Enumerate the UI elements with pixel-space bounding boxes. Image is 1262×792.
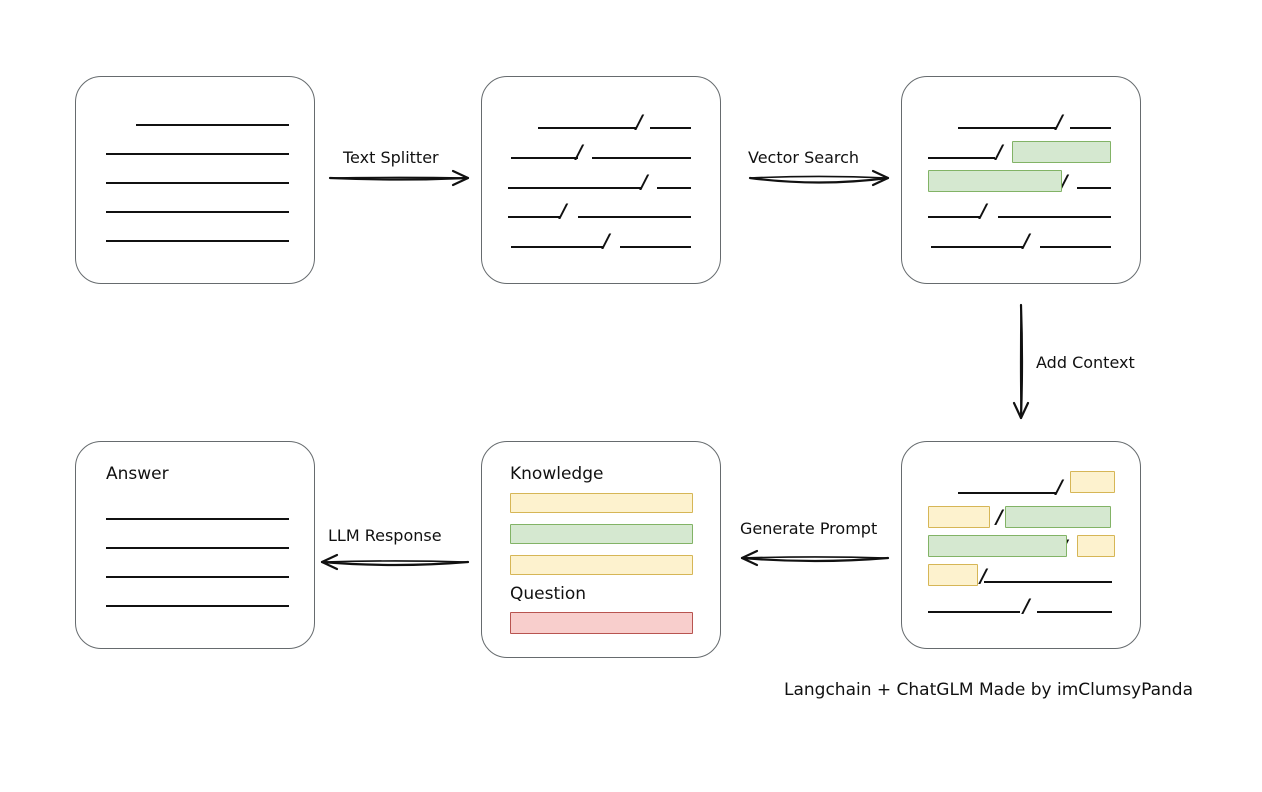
highlight-chip-red[interactable] xyxy=(510,612,693,634)
text-line xyxy=(931,246,1023,248)
edge-label-add-context: Add Context xyxy=(1036,353,1135,372)
connector-add-context xyxy=(1012,303,1030,420)
node-split-chunks[interactable] xyxy=(481,76,721,284)
text-line xyxy=(958,127,1056,129)
text-line xyxy=(1037,611,1112,613)
text-line xyxy=(106,182,289,184)
node-label-question: Question xyxy=(510,584,587,604)
text-line xyxy=(136,124,289,126)
highlight-chip-yellow[interactable] xyxy=(1077,535,1115,557)
text-line xyxy=(592,157,691,159)
edge-label-text-splitter: Text Splitter xyxy=(343,148,439,167)
slash-separator-icon: / xyxy=(1023,595,1030,617)
edge-label-vector-search: Vector Search xyxy=(748,148,860,167)
slash-separator-icon: / xyxy=(576,141,583,163)
text-line xyxy=(984,581,1112,583)
slash-separator-icon: / xyxy=(980,565,987,587)
text-line xyxy=(620,246,691,248)
highlight-chip-green[interactable] xyxy=(928,535,1067,557)
text-line xyxy=(508,187,642,189)
slash-separator-icon: / xyxy=(603,230,610,252)
text-line xyxy=(106,518,289,520)
text-line xyxy=(928,157,995,159)
edge-label-llm-response: LLM Response xyxy=(328,526,442,545)
highlight-chip-yellow[interactable] xyxy=(928,506,990,528)
footer-caption: Langchain + ChatGLM Made by imClumsyPand… xyxy=(784,680,1193,700)
text-line xyxy=(928,611,1020,613)
highlight-chip-yellow[interactable] xyxy=(510,555,693,575)
connector-vector-search xyxy=(748,169,890,187)
highlight-chip-green[interactable] xyxy=(510,524,693,544)
text-line xyxy=(998,216,1111,218)
node-label-knowledge: Knowledge xyxy=(510,464,604,484)
slash-separator-icon: / xyxy=(1061,171,1068,193)
slash-separator-icon: / xyxy=(641,171,648,193)
text-line xyxy=(650,127,691,129)
node-answer[interactable] xyxy=(75,441,315,649)
slash-separator-icon: / xyxy=(560,200,567,222)
text-line xyxy=(578,216,691,218)
text-line xyxy=(106,211,289,213)
highlight-chip-yellow[interactable] xyxy=(510,493,693,513)
text-line xyxy=(106,153,289,155)
text-line xyxy=(106,240,289,242)
text-line xyxy=(511,157,578,159)
text-line xyxy=(106,576,289,578)
text-line xyxy=(106,605,289,607)
node-source-document[interactable] xyxy=(75,76,315,284)
text-line xyxy=(1070,127,1111,129)
highlight-chip-green[interactable] xyxy=(928,170,1062,192)
highlight-chip-yellow[interactable] xyxy=(1070,471,1115,493)
slash-separator-icon: / xyxy=(1056,111,1063,133)
slash-separator-icon: / xyxy=(1056,476,1063,498)
slash-separator-icon: / xyxy=(1023,230,1030,252)
slash-separator-icon: / xyxy=(636,111,643,133)
text-line xyxy=(958,492,1056,494)
connector-text-splitter xyxy=(328,169,470,187)
slash-separator-icon: / xyxy=(996,141,1003,163)
edge-label-generate-prompt: Generate Prompt xyxy=(740,519,878,538)
node-label-answer: Answer xyxy=(106,464,169,484)
text-line xyxy=(538,127,636,129)
connector-generate-prompt xyxy=(740,549,890,567)
text-line xyxy=(1077,187,1111,189)
text-line xyxy=(928,216,980,218)
highlight-chip-green[interactable] xyxy=(1005,506,1111,528)
text-line xyxy=(1040,246,1111,248)
slash-separator-icon: / xyxy=(980,200,987,222)
text-line xyxy=(106,547,289,549)
highlight-chip-green[interactable] xyxy=(1012,141,1111,163)
highlight-chip-yellow[interactable] xyxy=(928,564,978,586)
text-line xyxy=(511,246,603,248)
text-line xyxy=(657,187,691,189)
text-line xyxy=(508,216,560,218)
slash-separator-icon: / xyxy=(996,506,1003,528)
connector-llm-response xyxy=(320,553,470,571)
